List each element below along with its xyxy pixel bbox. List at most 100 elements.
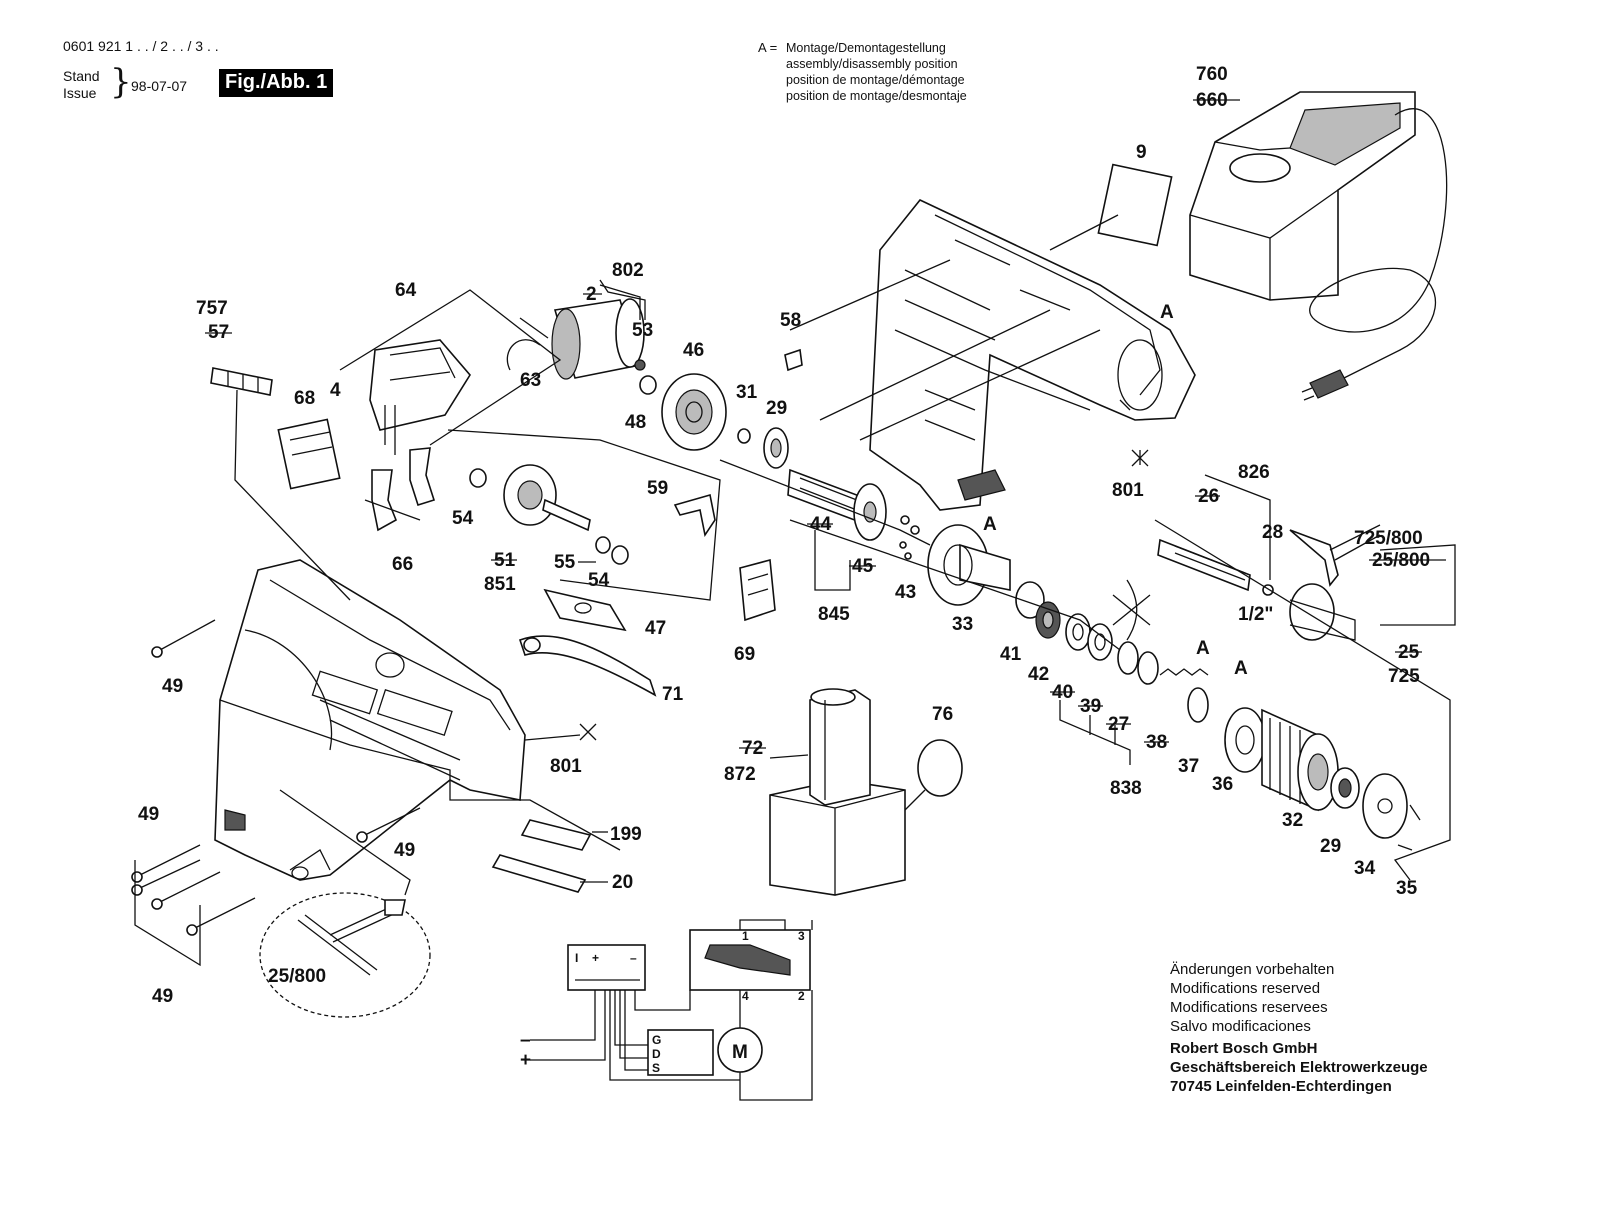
switch-block-drawing: [210, 339, 471, 532]
legend-line: position de montage/desmontaje: [786, 89, 967, 103]
label-plates-drawing: [491, 819, 592, 893]
label-826: 826: [1238, 462, 1270, 483]
motor-symbol: M: [732, 1042, 748, 1063]
label-59: 59: [647, 478, 668, 499]
label-36: 36: [1212, 774, 1233, 795]
label-725-800: 725/800: [1354, 528, 1423, 549]
company-name: Robert Bosch GmbH: [1170, 1040, 1318, 1057]
label-757: 757: [196, 298, 228, 319]
switch-pin-4: 4: [742, 989, 749, 1003]
label-A3: A: [1196, 638, 1210, 659]
label-34: 34: [1354, 858, 1376, 879]
label-20: 20: [612, 872, 633, 893]
main-housing-drawing: [214, 559, 657, 881]
legend-line: Montage/Demontagestellung: [786, 41, 946, 55]
brace-glyph: }: [110, 62, 132, 102]
switch-pin-2: 2: [798, 989, 805, 1003]
label-851: 851: [484, 574, 516, 595]
label-41: 41: [1000, 644, 1022, 665]
pin-s: S: [652, 1061, 660, 1075]
small-parts-drawing: [543, 348, 803, 632]
motor-drawing: [506, 279, 646, 380]
label-55: 55: [554, 552, 576, 573]
label-47: 47: [645, 618, 666, 639]
issue-date: 98-07-07: [131, 78, 188, 94]
label-29b: 29: [1320, 836, 1341, 857]
label-68: 68: [294, 388, 315, 409]
switch-label-minus: –: [630, 951, 637, 965]
label-48: 48: [625, 412, 646, 433]
label-54b: 54: [588, 570, 610, 591]
label-58: 58: [780, 310, 801, 331]
label-35: 35: [1396, 878, 1418, 899]
note-line: Modifications reserved: [1170, 980, 1321, 997]
switch-label-i: I: [575, 951, 578, 965]
note-line: Salvo modificaciones: [1170, 1018, 1311, 1035]
company-division: Geschäftsbereich Elektrowerkzeuge: [1170, 1059, 1428, 1076]
pin-g: G: [652, 1033, 661, 1047]
label-49b: 49: [138, 804, 159, 825]
chuck-key-drawing: [259, 892, 431, 1018]
label-1-2: 1/2": [1238, 604, 1273, 625]
issue-label: Issue: [63, 85, 97, 101]
label-28: 28: [1262, 522, 1283, 543]
label-838: 838: [1110, 778, 1142, 799]
label-802: 802: [612, 260, 644, 281]
switch-label-plus: +: [592, 951, 599, 965]
label-801a: 801: [1112, 480, 1144, 501]
leader-lines: [134, 259, 1456, 967]
label-49d: 49: [152, 986, 173, 1007]
label-63: 63: [520, 370, 541, 391]
label-71: 71: [662, 684, 684, 705]
label-4: 4: [330, 380, 341, 401]
chuck-drawing: [1157, 524, 1381, 641]
gear-46-drawing: [639, 373, 727, 451]
label-66: 66: [392, 554, 413, 575]
legend-line: position de montage/démontage: [786, 73, 965, 87]
label-76: 76: [932, 704, 953, 725]
terminal-plus: +: [520, 1050, 531, 1071]
label-49a: 49: [162, 676, 183, 697]
label-801b: 801: [550, 756, 582, 777]
label-31: 31: [736, 382, 758, 403]
charger-drawing: [1189, 91, 1448, 401]
switch-pin-1: 1: [742, 929, 749, 943]
label-43: 43: [895, 582, 916, 603]
notes-block: Änderungen vorbehalten Modifications res…: [1170, 960, 1428, 1096]
legend-marker: A =: [758, 40, 778, 55]
legend-lines: Montage/Demontagestellung assembly/disas…: [786, 40, 967, 104]
clutch-housing-drawing: [927, 524, 1061, 639]
schematic-labels: – + I + – G D S M 1 3 4 2: [520, 929, 805, 1075]
part-number: 0601 921 1 . . / 2 . . / 3 . .: [63, 38, 219, 54]
label-760: 760: [1196, 64, 1228, 85]
planet-gear-drawing: [469, 464, 629, 565]
label-A4: A: [1234, 658, 1248, 679]
label-199: 199: [610, 824, 642, 845]
figure-badge: Fig./Abb. 1: [219, 69, 334, 97]
housing-frame-drawing: [869, 163, 1196, 511]
label-64: 64: [395, 280, 417, 301]
label-53: 53: [632, 320, 653, 341]
note-line: Modifications reservees: [1170, 999, 1328, 1016]
label-25-800b: 25/800: [268, 966, 326, 987]
label-49c: 49: [394, 840, 415, 861]
label-33: 33: [952, 614, 973, 635]
company-address: 70745 Leinfelden-Echterdingen: [1170, 1078, 1392, 1095]
battery-drawing: [769, 688, 963, 896]
label-46: 46: [683, 340, 704, 361]
label-9: 9: [1136, 142, 1147, 163]
label-37: 37: [1178, 756, 1199, 777]
label-69: 69: [734, 644, 755, 665]
clutch-sleeve-drawing: [1224, 707, 1421, 851]
stand-label: Stand: [63, 68, 100, 84]
label-872: 872: [724, 764, 756, 785]
terminal-minus: –: [520, 1030, 531, 1051]
pin-d: D: [652, 1047, 661, 1061]
label-A2: A: [983, 514, 997, 535]
wiring-schematic: [530, 919, 813, 1101]
label-725: 725: [1388, 666, 1420, 687]
part-labels: 760 660 9 802 2 53 757 57 64 58 46 4 63 …: [138, 64, 1446, 1007]
screws-drawing: [131, 619, 421, 936]
switch-pin-3: 3: [798, 929, 805, 943]
